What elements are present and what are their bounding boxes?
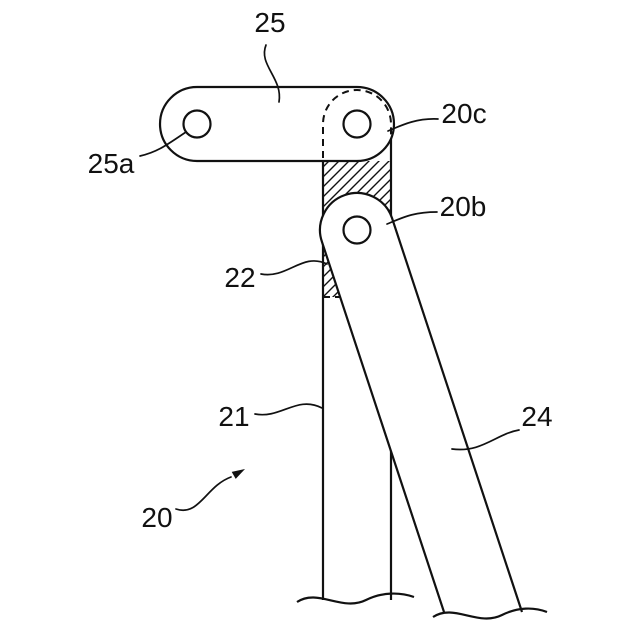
label-25a: 25a [88, 148, 135, 179]
leader-25 [263, 44, 281, 103]
labels: 25 25a 20c 20b 22 21 24 20 [88, 7, 553, 533]
leader-20-arrow-tail [175, 476, 232, 512]
leader-21 [254, 403, 323, 416]
label-25: 25 [254, 7, 285, 38]
leader-lines [139, 44, 520, 512]
pivot-hole-20b [342, 215, 372, 245]
leader-24 [451, 429, 520, 451]
leader-25a [139, 131, 187, 157]
hidden-member-top-dashed [322, 89, 392, 158]
break-line-left [296, 592, 415, 605]
leader-20-arrowhead [231, 469, 245, 479]
label-20b: 20b [440, 191, 487, 222]
break-line-right [432, 607, 548, 620]
pivot-hole-20c [342, 109, 372, 139]
pivot-hole-25a [182, 109, 212, 139]
label-20: 20 [141, 502, 172, 533]
leader-20c [387, 118, 439, 132]
link-25 [158, 85, 396, 163]
label-20c: 20c [441, 98, 486, 129]
link-24 [318, 191, 524, 613]
label-24: 24 [521, 401, 552, 432]
leader-20b [386, 211, 438, 225]
label-21: 21 [218, 401, 249, 432]
label-22: 22 [224, 262, 255, 293]
leader-22 [260, 260, 328, 276]
